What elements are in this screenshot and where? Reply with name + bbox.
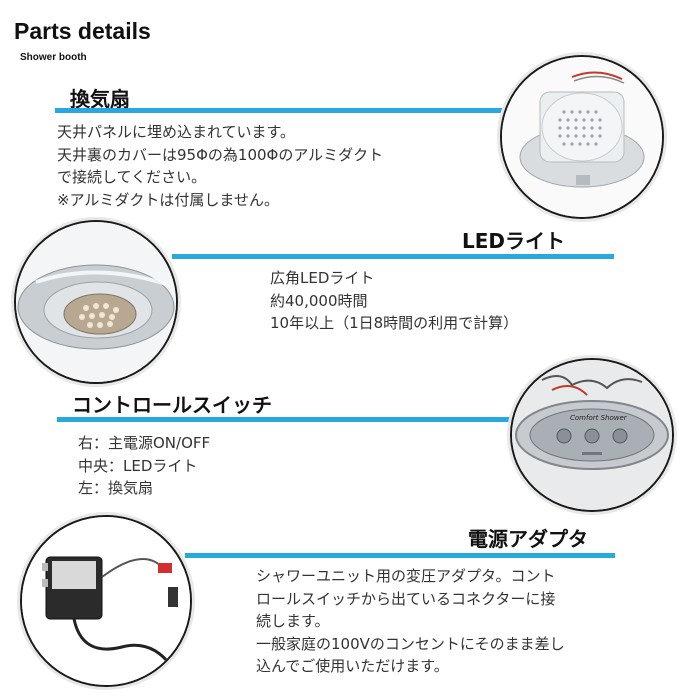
fan-image bbox=[500, 55, 664, 219]
control-switch-image: Comfort Shower bbox=[510, 358, 674, 512]
led-light-image bbox=[14, 220, 178, 384]
led-heading: LEDライト bbox=[462, 229, 566, 253]
adapter-description: シャワーユニット用の変圧アダプタ。コント ロールスイッチから出ているコネクターに… bbox=[256, 567, 565, 675]
switch-accent-bar bbox=[57, 417, 512, 422]
led-accent-bar bbox=[172, 254, 614, 259]
power-adapter-image bbox=[20, 515, 192, 687]
adapter-heading: 電源アダプタ bbox=[468, 527, 588, 551]
adapter-accent-bar bbox=[185, 553, 615, 558]
fan-description: 天井パネルに埋め込まれています。 天井裏のカバーは95Φの為100Φのアルミダク… bbox=[57, 123, 384, 209]
led-light-icon bbox=[16, 222, 176, 382]
page-title: Parts details bbox=[14, 18, 151, 44]
switch-heading: コントロールスイッチ bbox=[72, 393, 272, 417]
ventilation-fan-icon bbox=[502, 57, 662, 217]
fan-accent-bar bbox=[55, 108, 505, 113]
power-adapter-icon bbox=[22, 517, 190, 685]
switch-panel-label: Comfort Shower bbox=[570, 414, 628, 422]
switch-description: 右：主電源ON/OFF 中央：LEDライト 左：換気扇 bbox=[78, 434, 211, 497]
control-switch-icon: Comfort Shower bbox=[512, 360, 672, 510]
led-description: 広角LEDライト 約40,000時間 10年以上（1日8時間の利用で計算） bbox=[270, 269, 519, 332]
page-subtitle: Shower booth bbox=[20, 52, 87, 63]
fan-heading: 換気扇 bbox=[70, 87, 130, 111]
